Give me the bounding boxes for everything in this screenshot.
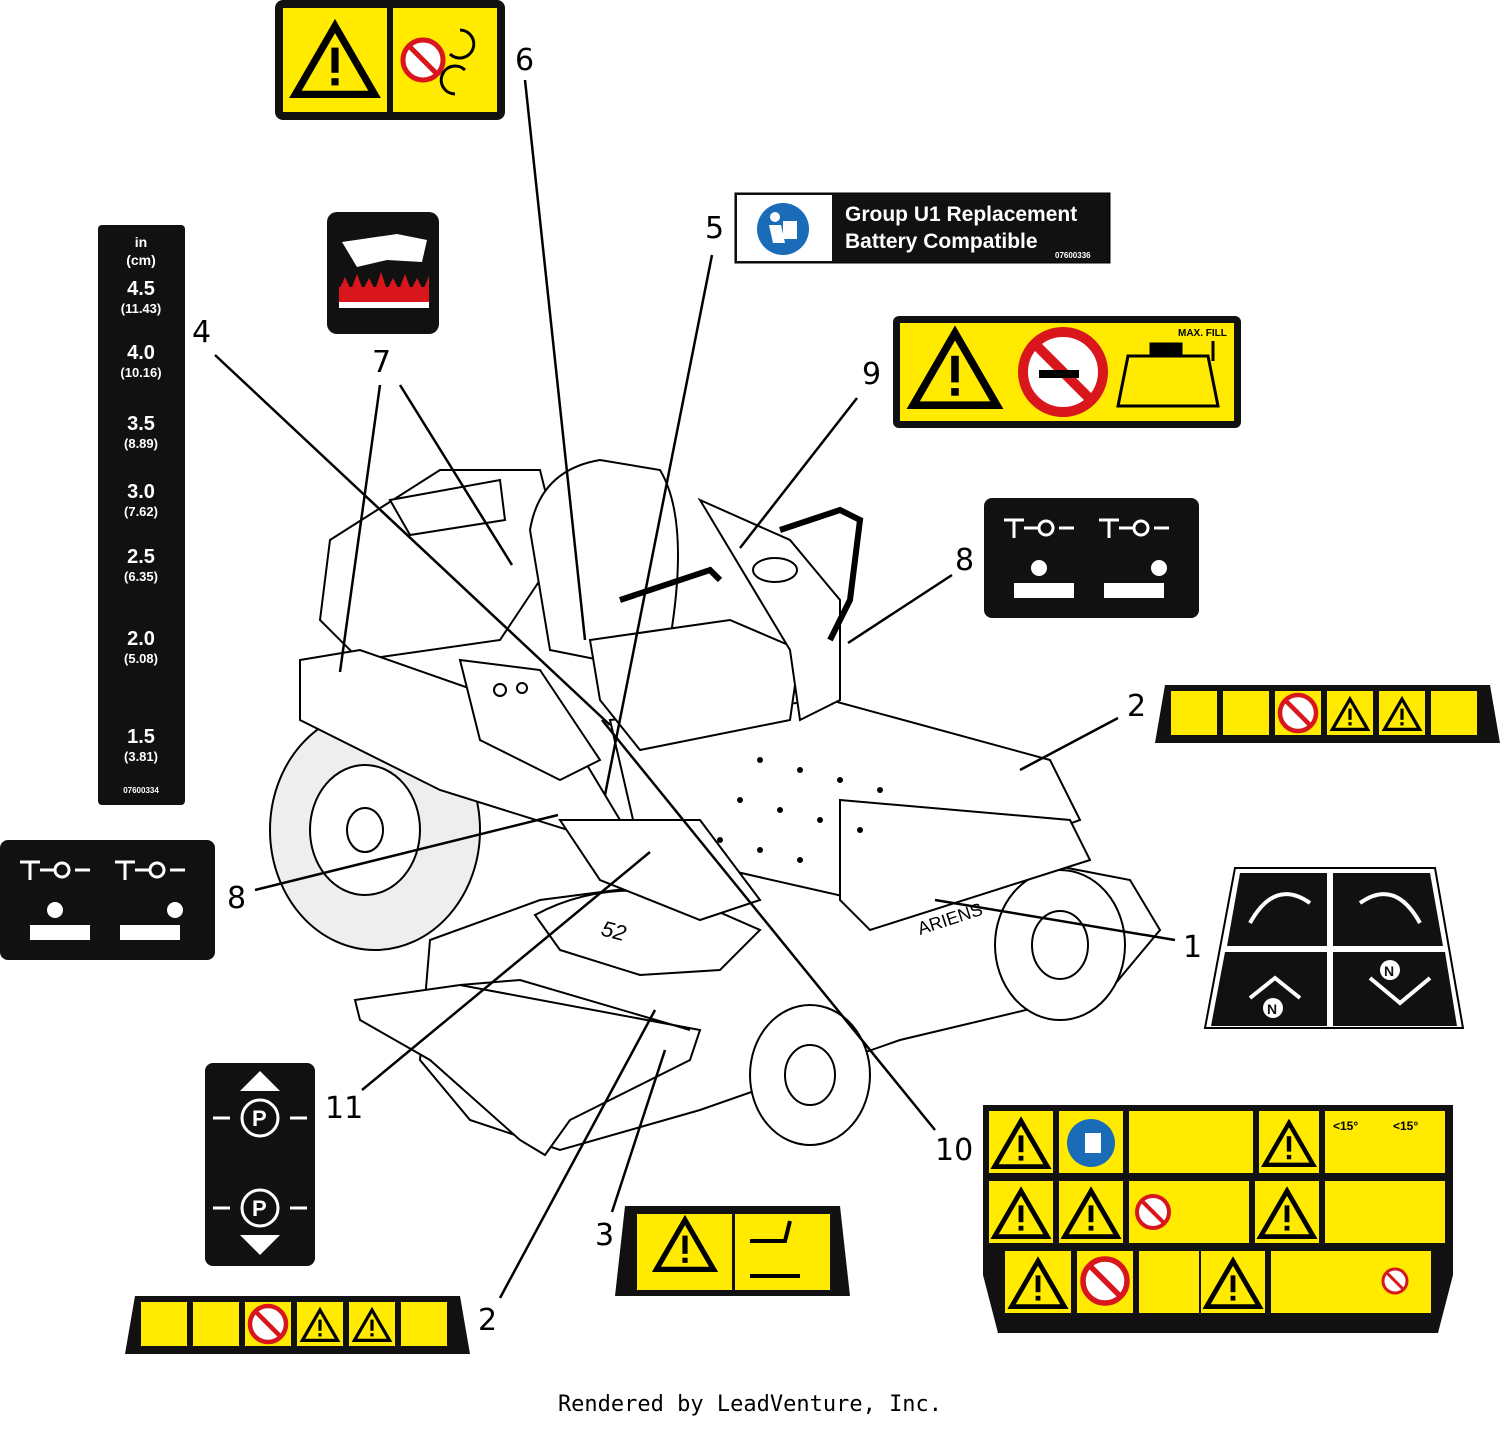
fender-right — [697, 497, 841, 722]
deck-lift-icon — [750, 1220, 800, 1278]
height-mark-in: 2.0 — [127, 628, 155, 650]
decal-10-safety: <15° <15° — [983, 1105, 1453, 1333]
height-mark-cm: (11.43) — [121, 301, 161, 316]
slope-angle-a: <15° — [1333, 1119, 1358, 1133]
height-unit-cm: (cm) — [126, 252, 156, 268]
rotation-icon — [439, 28, 476, 96]
decal-1-lift-controls: N N — [1203, 867, 1465, 1029]
decal-5-battery: Group U1 Replacement Battery Compatible … — [734, 192, 1111, 264]
callout-1: 1 — [1183, 930, 1202, 965]
svg-text:P: P — [252, 1196, 267, 1221]
height-unit-in: in — [135, 234, 147, 250]
height-mark-cm: (7.62) — [124, 504, 158, 519]
height-mark-in: 3.0 — [127, 481, 155, 503]
decal-2-upper-strip — [1155, 685, 1500, 743]
callout-numbers: 1 2 2 3 4 5 6 7 8 8 9 10 11 — [192, 43, 1202, 1338]
svg-text:N: N — [1384, 963, 1394, 979]
height-mark-in: 1.5 — [127, 726, 155, 748]
no-hand-icon — [403, 40, 443, 80]
no-smoking-icon — [1023, 332, 1103, 412]
decal-11-parking-brake: P P — [205, 1063, 315, 1266]
center-linkage — [558, 819, 762, 922]
no-sign-icon — [1280, 695, 1316, 731]
leader-lines — [214, 79, 1176, 1299]
lift-arrow-icon — [1248, 892, 1432, 1006]
rider-mower-icon — [30, 902, 183, 940]
parking-brake-icon: P — [240, 1188, 280, 1228]
height-mark-in: 4.5 — [127, 278, 155, 300]
decal-7-hot-surface — [327, 212, 439, 334]
rider-mower-icon — [1014, 560, 1167, 598]
decal-4-height-gauge: in (cm) 4.5 (11.43) 4.0 (10.16) 3.5 (8.8… — [98, 225, 185, 805]
decal-3-deck — [615, 1206, 850, 1296]
callout-8-right: 8 — [955, 543, 974, 578]
read-manual-icon — [757, 203, 809, 255]
neutral-icon — [1263, 998, 1283, 1018]
drive-lever-icon — [1004, 518, 1169, 538]
battery-line-1: Group U1 Replacement — [845, 203, 1077, 226]
callout-2-upper: 2 — [1127, 689, 1146, 724]
height-part-number: 07600334 — [123, 786, 159, 795]
callout-5: 5 — [705, 211, 724, 246]
max-fill-label: MAX. FILL — [1178, 328, 1227, 339]
callout-8-left: 8 — [227, 881, 246, 916]
slope-angle-b: <15° — [1393, 1119, 1418, 1133]
control-lever-right — [779, 506, 864, 642]
no-sign-icon — [1381, 1267, 1409, 1295]
read-manual-icon — [1067, 1119, 1115, 1167]
footer-credit: Rendered by LeadVenture, Inc. — [557, 1392, 943, 1417]
callout-2-lower: 2 — [478, 1303, 497, 1338]
callout-6: 6 — [515, 43, 534, 78]
callout-10: 10 — [935, 1133, 973, 1168]
height-mark-cm: (8.89) — [124, 436, 158, 451]
control-lever-left — [619, 566, 723, 603]
height-mark-cm: (6.35) — [124, 569, 158, 584]
decal-9-fuel: MAX. FILL — [893, 316, 1241, 428]
fuel-tank-icon — [1116, 341, 1220, 408]
svg-text:N: N — [1267, 1001, 1277, 1017]
no-sign-icon — [1137, 1196, 1169, 1228]
height-mark-cm: (10.16) — [120, 365, 161, 380]
battery-line-2: Battery Compatible — [845, 230, 1038, 253]
no-sign-icon — [250, 1306, 286, 1342]
svg-text:P: P — [252, 1106, 267, 1131]
drive-lever-icon — [20, 860, 185, 880]
height-mark-in: 3.5 — [127, 413, 155, 435]
decal-2-lower-strip — [125, 1296, 470, 1354]
height-mark-in: 4.0 — [127, 342, 155, 364]
decal-6-entanglement — [275, 0, 505, 120]
callout-11: 11 — [325, 1091, 363, 1126]
hot-surface-icon — [339, 234, 429, 308]
height-mark-cm: (3.81) — [124, 749, 158, 764]
callout-4: 4 — [192, 315, 211, 350]
discharge-chute — [353, 983, 702, 1157]
neutral-icon — [1380, 960, 1400, 980]
seat-cushion — [588, 618, 802, 752]
parking-brake-icon: P — [240, 1098, 280, 1138]
no-sign-icon — [1083, 1259, 1127, 1303]
battery-part-number: 07600336 — [1055, 251, 1091, 260]
callout-9: 9 — [862, 357, 881, 392]
fuel-cap — [752, 557, 798, 583]
decal-8-drive-levers-right — [984, 498, 1199, 618]
callout-3: 3 — [595, 1218, 614, 1253]
mower-illustration: 52 ARIENS — [269, 458, 1162, 1157]
height-mark-cm: (5.08) — [124, 651, 158, 666]
decal-8-drive-levers-left — [0, 840, 215, 960]
callout-7: 7 — [372, 345, 391, 380]
height-mark-in: 2.5 — [127, 546, 155, 568]
